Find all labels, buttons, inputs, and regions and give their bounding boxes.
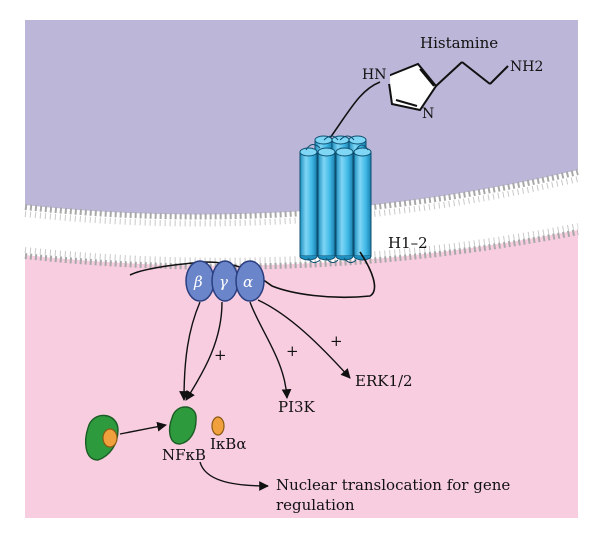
cytoplasm [25, 230, 578, 518]
arrow-beta-to-nfkb [179, 301, 201, 401]
arrow-nuclear-translocation [199, 461, 269, 491]
receptor-helix [299, 147, 318, 261]
receptor-c-tail [129, 251, 376, 299]
nfkb-free [168, 406, 197, 445]
arrow-gamma-to-nfkb [185, 301, 223, 401]
nuclear-label-line2: regulation [276, 496, 355, 514]
beta-label: β [193, 273, 203, 291]
histamine-link [329, 81, 381, 139]
n-label: N [422, 106, 434, 122]
receptor-helix [335, 147, 354, 261]
nfkb-ikba-complex [85, 414, 119, 461]
receptor-helix [353, 147, 372, 261]
alpha-label: α [243, 273, 253, 291]
gamma-label: γ [219, 273, 228, 291]
g-alpha-subunit [235, 260, 265, 302]
nuclear-label-line1: Nuclear translocation for gene [276, 476, 510, 494]
ikba-label: IκBα [210, 435, 246, 453]
histamine-molecule: HN N NH2 Histamine [360, 34, 543, 122]
receptor-helix [317, 147, 336, 261]
pi3k-label: PI3K [278, 398, 316, 416]
extracellular-space [25, 20, 578, 215]
plus-pi3k: + [286, 342, 299, 360]
ikba-free [211, 416, 225, 436]
erk-label: ERK1/2 [355, 372, 413, 390]
receptor-label: H1–2 [388, 234, 428, 252]
arrow-release-nfkb [119, 421, 167, 435]
arrow-alpha-to-erk [257, 299, 351, 379]
nh2-label: NH2 [510, 59, 543, 75]
plus-nfkb: + [214, 346, 227, 364]
hn-label: HN [362, 67, 386, 83]
plus-erk: + [330, 332, 343, 350]
nfkb-label: NFκB [162, 446, 206, 464]
histamine-label: Histamine [420, 34, 498, 52]
g-protein: β γ α [185, 260, 265, 302]
arrow-alpha-to-pi3k [249, 301, 292, 399]
h1-2-receptor [299, 135, 372, 264]
